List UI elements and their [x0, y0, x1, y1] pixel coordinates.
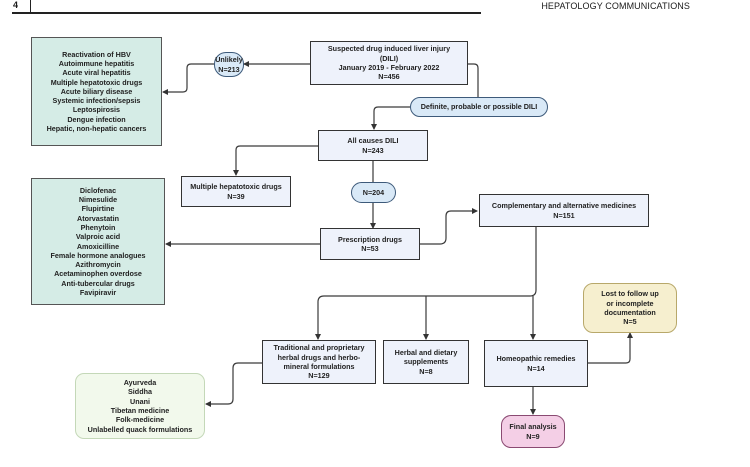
system-item: Siddha — [128, 387, 152, 397]
excluded-cause: Acute biliary disease — [60, 86, 133, 96]
node-label: Herbal and dietary — [394, 348, 458, 358]
node-label: Final analysis — [509, 422, 557, 432]
excluded-cause: Hepatic, non-hepatic cancers — [46, 124, 147, 134]
drug-item: Acetaminophen overdose — [54, 269, 142, 279]
excluded-cause: Acute viral hepatitis — [62, 68, 131, 78]
node-label: supplements — [403, 357, 449, 367]
node-label: Suspected drug induced liver injury — [327, 44, 451, 54]
drug-item: Amoxicilline — [76, 241, 120, 251]
node-count: N=5 — [623, 317, 637, 327]
traditional-box: Traditional and proprietary herbal drugs… — [262, 340, 376, 384]
node-label: Complementary and alternative medicines — [491, 201, 637, 211]
node-label: Prescription drugs — [338, 234, 402, 244]
drug-item: Female hormone analogues — [50, 250, 146, 260]
connector-unlikely-excluded — [162, 63, 214, 95]
node-label: Unlikely — [215, 55, 243, 65]
connector-definite-allcauses — [371, 106, 410, 130]
suspected-dili-box: Suspected drug induced liver injury (DIL… — [310, 41, 468, 85]
drug-item: Diclofenac — [79, 185, 117, 195]
node-count: N=39 — [227, 191, 245, 201]
excluded-cause: Leptospirosis — [72, 105, 121, 115]
excluded-cause: Reactivation of HBV — [62, 49, 131, 59]
connector-suspected-definite — [468, 63, 479, 97]
node-label: documentation — [604, 308, 656, 317]
cam-box: Complementary and alternative medicines … — [479, 194, 649, 227]
node-count: N=53 — [361, 244, 379, 253]
lost-followup-node: Lost to follow up or incomplete document… — [583, 283, 677, 333]
system-item: Folk-medicine — [115, 415, 165, 425]
system-item: Ayurveda — [123, 378, 157, 388]
homeopathic-box: Homeopathic remedies N=14 — [484, 340, 588, 387]
drug-item: Nimesulide — [78, 195, 118, 205]
connector-prescription-cam — [420, 208, 478, 245]
drug-item: Azithromycin — [75, 260, 121, 270]
node-label: Lost to follow up — [601, 289, 659, 299]
connector-homeopathic-lost — [588, 332, 633, 364]
node-count: N=204 — [362, 187, 385, 197]
drug-item: Valproic acid — [75, 232, 121, 242]
connector-cam-branches — [315, 227, 537, 340]
journal-title: HEPATOLOGY COMMUNICATIONS — [541, 1, 690, 11]
excluded-cause: Autoimmune hepatitis — [58, 58, 135, 68]
header-rule — [12, 12, 481, 14]
herbal-supplements-box: Herbal and dietary supplements N=8 — [383, 340, 469, 384]
node-label: Homeopathic remedies — [496, 354, 576, 364]
excluded-cause: Multiple hepatotoxic drugs — [50, 77, 143, 87]
node-label: Multiple hepatotoxic drugs — [190, 182, 282, 192]
node-count: N=14 — [527, 363, 545, 373]
node-count: N=243 — [362, 145, 384, 155]
node-count: N=213 — [218, 64, 240, 74]
system-item: Unani — [130, 396, 150, 406]
connector-traditional-list — [205, 362, 262, 407]
connector-allcauses-multiple — [233, 145, 318, 176]
traditional-systems-list: Ayurveda Siddha Unani Tibetan medicine F… — [75, 373, 205, 439]
node-label: Definite, probable or possible DILI — [420, 102, 538, 112]
excluded-cause: Systemic infection/sepsis — [52, 96, 141, 106]
system-item: Tibetan medicine — [110, 406, 170, 415]
node-count: N=8 — [419, 366, 433, 376]
node-count: N=151 — [553, 210, 575, 220]
node-count: N=129 — [308, 371, 330, 381]
excluded-cause: Dengue infection — [67, 114, 126, 124]
node-label: or incomplete — [606, 298, 654, 308]
node-count: N=456 — [378, 72, 400, 82]
node-label: (DILI) — [379, 53, 399, 63]
drug-item: Anti-tubercular drugs — [61, 278, 135, 288]
prescription-drugs-box: Prescription drugs N=53 — [320, 228, 420, 260]
drug-item: Atorvastatin — [77, 213, 119, 223]
node-label: herbal drugs and herbo- — [277, 352, 361, 362]
node-label: mineral formulations — [283, 362, 355, 371]
unlikely-node: Unlikely N=213 — [214, 52, 244, 77]
n204-node: N=204 — [351, 182, 396, 203]
node-label: All causes DILI — [347, 136, 399, 146]
all-causes-dili-box: All causes DILI N=243 — [318, 130, 428, 161]
prescription-list-box: Diclofenac Nimesulide Flupirtine Atorvas… — [31, 178, 165, 305]
page-number: 4 — [13, 0, 19, 10]
system-item: Unlabelled quack formulations — [87, 424, 193, 434]
drug-item: Favipiravir — [79, 287, 117, 297]
header-separator — [30, 0, 31, 13]
final-analysis-node: Final analysis N=9 — [501, 415, 565, 448]
drug-item: Phenytoin — [80, 222, 116, 232]
multiple-hepatotoxic-box: Multiple hepatotoxic drugs N=39 — [181, 176, 291, 207]
node-label: Traditional and proprietary — [273, 343, 365, 353]
node-count: N=9 — [526, 431, 540, 441]
excluded-causes-box: Reactivation of HBV Autoimmune hepatitis… — [31, 37, 162, 146]
definite-dili-node: Definite, probable or possible DILI — [410, 97, 548, 117]
node-date-range: January 2019 - February 2022 — [338, 63, 440, 72]
drug-item: Flupirtine — [81, 204, 115, 214]
